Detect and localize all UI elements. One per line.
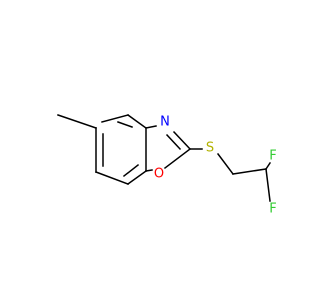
- bond-n-c2-b: [165, 133, 182, 151]
- bond-c5-c6: [126, 113, 148, 130]
- molecule-structure: N O S F F: [57, 113, 277, 217]
- bond-c-f-lower: [265, 168, 271, 202]
- atom-f-upper: F: [269, 149, 276, 164]
- bond-c7-c8: [126, 169, 148, 186]
- benzene-ring: [95, 113, 148, 186]
- bond-c8-c9: [95, 171, 129, 185]
- bond-ch2-chf2: [232, 168, 267, 175]
- bond-c5-c6-inner: [117, 121, 133, 128]
- bond-methyl: [57, 114, 97, 129]
- oxazole-ring: [145, 125, 192, 172]
- bond-c2-o: [163, 147, 192, 170]
- bond-c7-c8-inner: [122, 163, 140, 178]
- atom-s: S: [206, 141, 214, 156]
- bond-s-ch2: [216, 152, 235, 176]
- bond-c-f-upper: [264, 161, 272, 171]
- bond-c-n: [145, 125, 157, 129]
- atom-n: N: [160, 115, 170, 130]
- atom-f-lower: F: [269, 202, 276, 217]
- bond-o-c: [145, 169, 153, 172]
- bond-n-c2-a: [172, 130, 192, 151]
- bond-c4-c5: [101, 114, 129, 123]
- atom-o: O: [154, 167, 164, 182]
